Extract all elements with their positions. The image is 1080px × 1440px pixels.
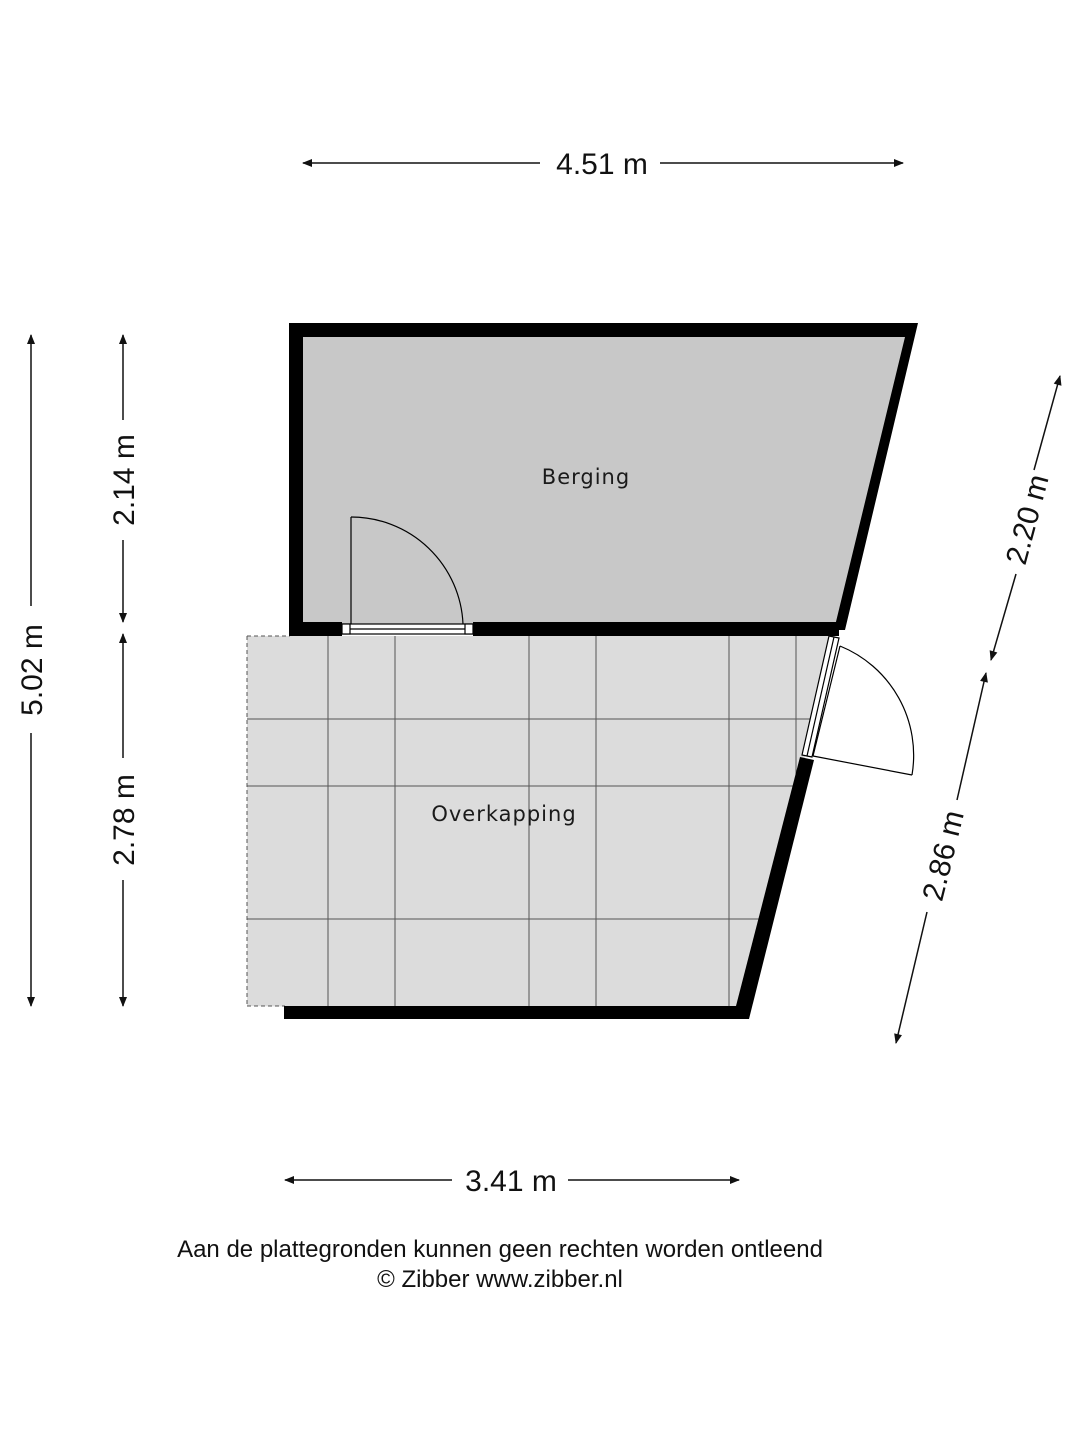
dimension-left-overkapping: 2.78 m (108, 633, 141, 1007)
dimension-top: 4.51 m (302, 148, 904, 181)
dimension-left-total-label: 5.02 m (16, 624, 49, 716)
dimension-right-upper-label: 2.20 m (1000, 471, 1056, 568)
open-edge (246, 635, 290, 1007)
dimension-right-lower-label: 2.86 m (917, 807, 971, 904)
room-label-berging: Berging (542, 465, 630, 489)
room-label-overkapping: Overkapping (431, 802, 576, 826)
copyright-text: © Zibber www.zibber.nl (377, 1266, 623, 1293)
dimension-left-berging: 2.14 m (108, 334, 141, 623)
berging-door (341, 516, 474, 635)
dimension-right-upper: 2.20 m (989, 375, 1062, 661)
berging-floor (295, 330, 912, 630)
dimension-right-lower: 2.86 m (894, 672, 988, 1044)
dimension-left-berging-label: 2.14 m (108, 434, 141, 526)
dimension-bottom-label: 3.41 m (465, 1165, 557, 1198)
dimension-top-label: 4.51 m (556, 148, 648, 181)
dimension-bottom: 3.41 m (284, 1165, 740, 1198)
dimension-left-total: 5.02 m (16, 334, 49, 1007)
tile-grid (247, 636, 810, 1008)
side-door (801, 635, 915, 776)
disclaimer-text: Aan de plattegronden kunnen geen rechten… (177, 1236, 823, 1263)
overkapping-floor (247, 636, 835, 1012)
dimension-left-overkapping-label: 2.78 m (108, 774, 141, 866)
walls (284, 323, 918, 1019)
